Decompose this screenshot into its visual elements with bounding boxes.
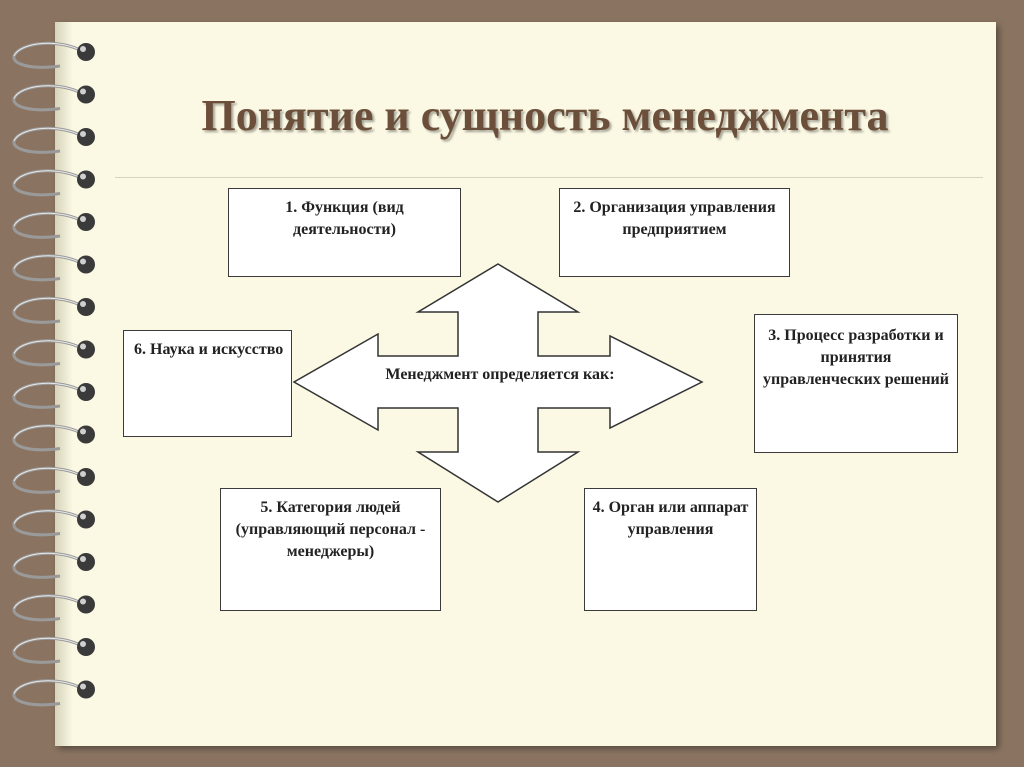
box-people-category-text: 5. Категория людей (управляющий персонал… [235, 499, 426, 560]
box-organization: 2. Организация управления предприятием [559, 188, 790, 277]
spiral-ring-icon [12, 211, 95, 239]
box-management-body-text: 4. Орган или аппарат управления [592, 499, 749, 538]
spiral-ring-icon [12, 466, 95, 494]
spiral-ring-icon [12, 296, 95, 324]
spiral-ring-icon [12, 339, 95, 367]
center-label: Менеджмент определяется как: [385, 366, 615, 383]
box-management-body: 4. Орган или аппарат управления [584, 488, 757, 611]
spiral-ring-icon [12, 84, 95, 112]
box-science-art-text: 6. Наука и искусство [134, 341, 284, 358]
spiral-ring-icon [12, 126, 95, 154]
spiral-ring-icon [12, 41, 95, 69]
page-title: Понятие и сущность менеджмента [201, 91, 889, 140]
four-way-arrow-shape [292, 263, 704, 503]
spiral-ring-icon [12, 381, 95, 409]
box-science-art: 6. Наука и искусство [123, 330, 292, 437]
spiral-ring-icon [12, 509, 95, 537]
spiral-binding [12, 41, 95, 707]
spiral-ring-icon [12, 551, 95, 579]
spiral-ring-icon [12, 169, 95, 197]
box-decision-process-text: 3. Процесс разработки и принятия управле… [763, 327, 949, 388]
spiral-ring-icon [12, 679, 95, 707]
title-divider [115, 177, 983, 178]
box-organization-text: 2. Организация управления предприятием [573, 199, 776, 238]
box-decision-process: 3. Процесс разработки и принятия управле… [754, 314, 958, 453]
spiral-ring-icon [12, 424, 95, 452]
box-function-text: 1. Функция (вид деятельности) [285, 199, 404, 238]
spiral-ring-icon [12, 254, 95, 282]
spiral-ring-icon [12, 636, 95, 664]
box-people-category: 5. Категория людей (управляющий персонал… [220, 488, 441, 611]
four-way-arrow-icon [292, 263, 704, 503]
spiral-ring-icon [12, 594, 95, 622]
box-function: 1. Функция (вид деятельности) [228, 188, 461, 277]
